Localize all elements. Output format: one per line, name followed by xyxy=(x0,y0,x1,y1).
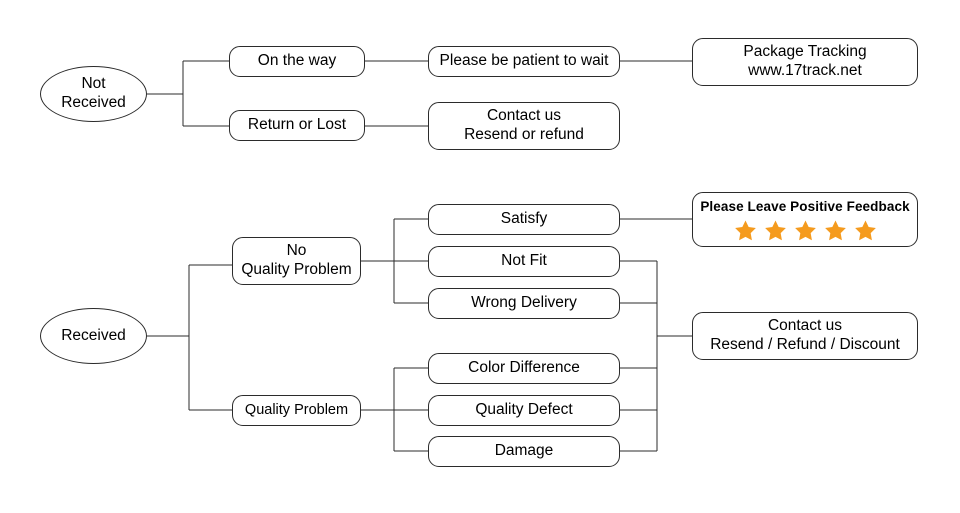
node-quality-problem[interactable]: Quality Problem xyxy=(232,395,361,426)
node-quality-defect[interactable]: Quality Defect xyxy=(428,395,620,426)
node-no-quality-problem[interactable]: No Quality Problem xyxy=(232,237,361,285)
node-contact-discount-line1: Contact us xyxy=(767,317,843,335)
node-contact-discount-line2: Resend / Refund / Discount xyxy=(710,336,900,353)
node-no-quality-problem-line1: No xyxy=(286,242,307,260)
node-on-the-way[interactable]: On the way xyxy=(229,46,365,77)
node-received[interactable]: Received xyxy=(40,308,147,364)
node-not-received-label-line1: Not xyxy=(81,75,106,93)
star-icon xyxy=(734,220,756,240)
node-received-label: Received xyxy=(61,326,126,344)
node-satisfy[interactable]: Satisfy xyxy=(428,204,620,235)
node-not-received[interactable]: Not Received xyxy=(40,66,147,122)
rating-stars xyxy=(734,219,877,242)
node-no-quality-problem-line2: Quality Problem xyxy=(241,261,352,278)
node-package-tracking-url: www.17track.net xyxy=(748,62,862,79)
node-positive-feedback[interactable]: Please Leave Positive Feedback xyxy=(692,192,918,247)
node-color-difference[interactable]: Color Difference xyxy=(428,353,620,384)
node-package-tracking-line1: Package Tracking xyxy=(743,43,867,61)
node-color-difference-label: Color Difference xyxy=(468,359,580,377)
node-not-received-label-line2: Received xyxy=(61,94,126,111)
node-on-the-way-label: On the way xyxy=(257,52,337,70)
node-contact-resend-refund-discount[interactable]: Contact us Resend / Refund / Discount xyxy=(692,312,918,360)
node-not-fit-label: Not Fit xyxy=(501,252,547,270)
node-satisfy-label: Satisfy xyxy=(500,210,548,228)
node-contact-resend-or-refund[interactable]: Contact us Resend or refund xyxy=(428,102,620,150)
node-contact-resend-refund-line2: Resend or refund xyxy=(464,126,584,143)
node-package-tracking[interactable]: Package Tracking www.17track.net xyxy=(692,38,918,86)
node-please-be-patient-to-wait[interactable]: Please be patient to wait xyxy=(428,46,620,77)
node-not-fit[interactable]: Not Fit xyxy=(428,246,620,277)
node-quality-defect-label: Quality Defect xyxy=(475,401,573,419)
node-wrong-delivery-label: Wrong Delivery xyxy=(471,294,577,312)
star-icon xyxy=(764,220,786,240)
node-return-or-lost[interactable]: Return or Lost xyxy=(229,110,365,141)
node-positive-feedback-label: Please Leave Positive Feedback xyxy=(700,199,910,215)
node-damage[interactable]: Damage xyxy=(428,436,620,467)
node-contact-resend-refund-line1: Contact us xyxy=(486,107,562,125)
node-quality-problem-label: Quality Problem xyxy=(244,401,349,418)
node-return-or-lost-label: Return or Lost xyxy=(247,116,347,134)
node-damage-label: Damage xyxy=(494,442,554,460)
star-icon xyxy=(824,220,846,240)
node-please-wait-label: Please be patient to wait xyxy=(439,52,609,70)
star-icon xyxy=(794,220,816,240)
star-icon xyxy=(854,220,876,240)
node-wrong-delivery[interactable]: Wrong Delivery xyxy=(428,288,620,319)
